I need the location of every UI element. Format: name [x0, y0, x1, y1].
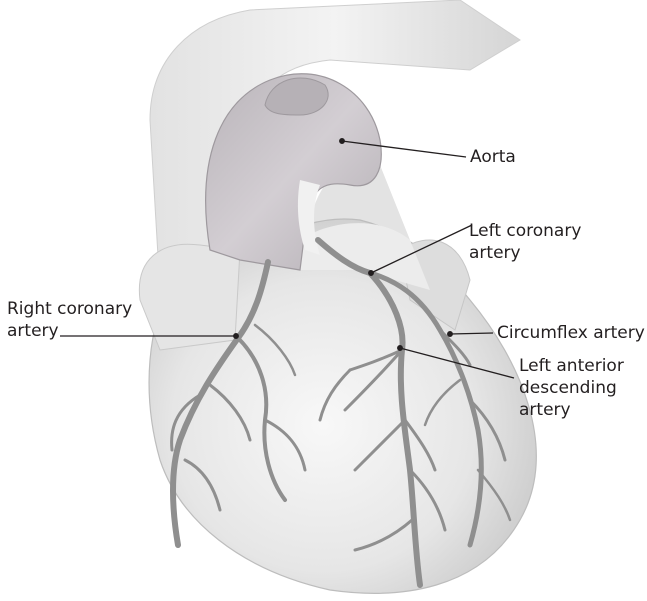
- label-left-anterior-descending-artery: Left anterior descending artery: [519, 355, 624, 421]
- label-right-coronary-line-2: artery: [7, 320, 132, 342]
- label-lad-line-1: Left anterior: [519, 355, 624, 377]
- label-aorta: Aorta: [470, 146, 516, 168]
- label-left-coronary-line-2: artery: [469, 242, 581, 264]
- label-circumflex-artery: Circumflex artery: [497, 322, 645, 344]
- label-left-coronary-line-1: Left coronary: [469, 220, 581, 242]
- label-right-coronary-line-1: Right coronary: [7, 298, 132, 320]
- label-lad-line-3: artery: [519, 399, 624, 421]
- label-lad-line-2: descending: [519, 377, 624, 399]
- label-left-coronary-artery: Left coronary artery: [469, 220, 581, 264]
- label-right-coronary-artery: Right coronary artery: [7, 298, 132, 342]
